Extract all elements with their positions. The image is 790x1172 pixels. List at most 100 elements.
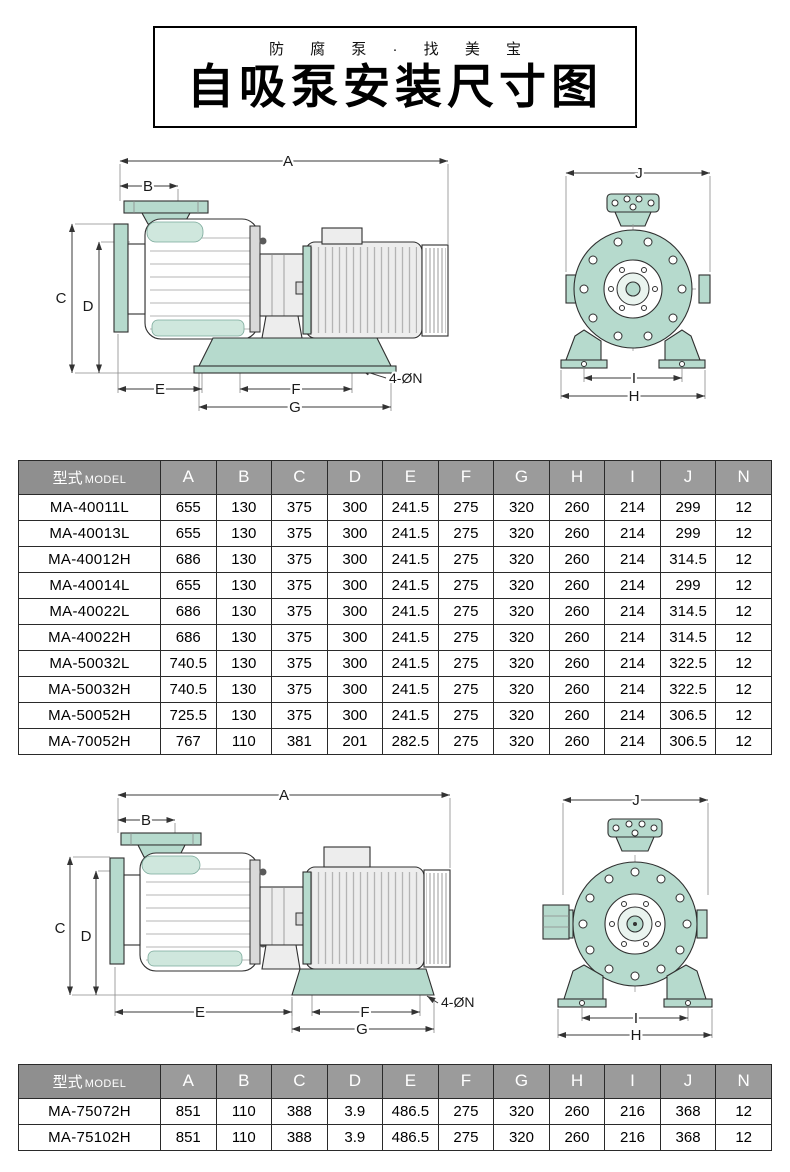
column-header-I: I: [604, 459, 661, 495]
dimension-cell: 300: [326, 675, 384, 703]
dimension-cell: 655: [160, 493, 217, 521]
dimension-cell: 130: [215, 701, 273, 729]
dimension-cell: 12: [715, 1097, 772, 1125]
dimension-cell: 300: [326, 571, 384, 599]
dimension-cell: 486.5: [382, 1123, 439, 1151]
dimension-cell: 12: [715, 519, 772, 547]
dimension-cell: 241.5: [382, 493, 439, 521]
dim-label-c: C: [56, 290, 67, 307]
dimension-cell: 381: [271, 727, 328, 755]
dimension-cell: 260: [548, 493, 606, 521]
dimension-cell: 3.9: [326, 1097, 384, 1125]
dimension-cell: 299: [659, 493, 717, 521]
dimension-cell: 12: [715, 701, 772, 729]
dimension-cell: 320: [493, 519, 550, 547]
dim-label-c: C: [55, 920, 66, 937]
casing-front: [572, 861, 698, 987]
dimension-cell: 260: [548, 519, 606, 547]
dimension-cell: 260: [548, 1097, 606, 1125]
dimension-cell: 320: [493, 701, 550, 729]
dimension-cell: 130: [215, 519, 273, 547]
dimension-cell: 299: [659, 571, 717, 599]
dimension-cell: 275: [437, 545, 495, 573]
model-cell: MA-70052H: [18, 727, 161, 755]
column-header-G: G: [493, 1063, 550, 1099]
dimension-cell: 314.5: [659, 623, 717, 651]
model-cell: MA-75072H: [18, 1097, 161, 1125]
dim-label-h: H: [631, 1027, 642, 1044]
dimension-cell: 260: [548, 675, 606, 703]
dim-label-f: F: [360, 1004, 369, 1021]
dimension-cell: 306.5: [659, 701, 717, 729]
model-cell: MA-40022L: [18, 597, 161, 625]
dimension-cell: 322.5: [659, 649, 717, 677]
dimension-cell: 322.5: [659, 675, 717, 703]
pump-spec-sheet: 防 腐 泵 · 找 美 宝 自吸泵安装尺寸图: [0, 26, 790, 1151]
dimension-cell: 686: [160, 545, 217, 573]
dimension-cell: 214: [604, 545, 661, 573]
dimension-cell: 260: [548, 623, 606, 651]
dimension-cell: 130: [215, 649, 273, 677]
dimension-cell: 12: [715, 727, 772, 755]
dimension-cell: 320: [493, 493, 550, 521]
dimension-cell: 260: [548, 649, 606, 677]
dimension-cell: 375: [271, 571, 328, 599]
tagline: 防 腐 泵 · 找 美 宝: [268, 41, 532, 58]
feet: [560, 329, 706, 369]
dimension-cell: 241.5: [382, 649, 439, 677]
dim-label-g: G: [289, 399, 301, 416]
column-header-G: G: [493, 459, 550, 495]
bolt-holes-note: 4-ØN: [389, 370, 422, 386]
dimension-cell: 300: [326, 701, 384, 729]
dimension-cell: 241.5: [382, 701, 439, 729]
dimension-cell: 3.9: [326, 1123, 384, 1151]
dim-label-b: B: [143, 178, 153, 195]
page-title: 自吸泵安装尺寸图: [187, 60, 603, 115]
model-cell: MA-50032H: [18, 675, 161, 703]
dim-label-i: I: [632, 370, 636, 387]
front-view-1: J I H: [560, 162, 711, 407]
dimension-cell: 275: [437, 519, 495, 547]
dimension-cell: 214: [604, 519, 661, 547]
dimension-cell: 375: [271, 545, 328, 573]
base-plate: [193, 337, 397, 374]
diagram-set-2: A B C D E F G 4-ØN: [0, 775, 790, 1050]
dimension-cell: 388: [271, 1097, 328, 1125]
column-header-A: A: [160, 1063, 217, 1099]
dimension-cell: 300: [326, 649, 384, 677]
column-header-N: N: [715, 459, 772, 495]
column-header-I: I: [604, 1063, 661, 1099]
dimension-cell: 260: [548, 701, 606, 729]
dimension-cell: 320: [493, 727, 550, 755]
column-header-F: F: [437, 459, 495, 495]
dimension-cell: 767: [160, 727, 217, 755]
dimension-cell: 314.5: [659, 545, 717, 573]
base-plate: [291, 968, 435, 996]
dimension-cell: 12: [715, 597, 772, 625]
dimension-cell: 130: [215, 675, 273, 703]
column-header-D: D: [326, 1063, 384, 1099]
bearing-bracket: [259, 253, 309, 339]
dimension-cell: 300: [326, 597, 384, 625]
dimension-cell: 314.5: [659, 597, 717, 625]
dimension-cell: 655: [160, 571, 217, 599]
bearing-bracket: [259, 886, 309, 970]
motor: [302, 227, 449, 339]
column-header-N: N: [715, 1063, 772, 1099]
dimension-cell: 110: [215, 727, 273, 755]
dimension-cell: 12: [715, 675, 772, 703]
bolt-holes-note: 4-ØN: [441, 994, 474, 1010]
dimension-cell: 214: [604, 623, 661, 651]
dim-label-g: G: [356, 1021, 368, 1038]
dimension-cell: 260: [548, 545, 606, 573]
